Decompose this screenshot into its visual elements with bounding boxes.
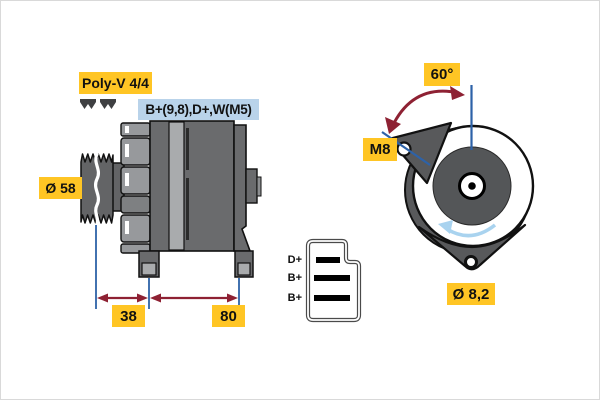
mounting-feet [138,250,254,278]
angle-arc-arrow [385,86,465,134]
belt-profile-icon [100,99,116,109]
mount-lug-bottom [417,223,527,271]
mount-hole-diameter-label: Ø 8,2 [447,283,495,305]
dimension-lines [95,225,240,309]
mount-hole-8-2 [464,255,478,269]
belt-profile-icons [80,99,116,109]
mount-thread-label: M8 [363,138,397,161]
pin-label-bplus-1: B+ [287,272,302,284]
mount-angle-label: 60° [424,63,460,86]
dimension-80-label: 80 [212,305,245,327]
guide-line-lug-axis [381,131,431,166]
front-fins [120,122,151,254]
rear-bracket [233,124,252,252]
body-slot-upper [186,128,189,170]
shaft-center [468,182,476,190]
pin-label-dplus: D+ [287,254,302,266]
dim-arrow-80 [150,293,238,303]
body-slot-lower [186,178,189,240]
rotation-direction-arrow [438,220,497,238]
mount-lug-top-left [387,121,453,185]
connector-outline-inner [307,240,360,321]
connector-pinout [305,238,362,323]
rear-terminal-stud [256,176,262,197]
body-main [149,120,235,252]
pulley-diameter-label: Ø 58 [39,177,82,199]
belt-profile-icon [80,99,96,109]
dim-arrow-38 [97,293,148,303]
belt-type-label: Poly-V 4/4 [79,72,152,94]
break-line [93,152,101,226]
pin-label-bplus-2: B+ [287,292,302,304]
body-band [168,121,185,251]
terminals-spec-label: B+(9,8),D+,W(M5) [138,99,259,120]
alternator-side-view [80,120,262,278]
alternator-rear-view [381,85,535,271]
pin-bplus1-bar [314,275,350,281]
pin-dplus-bar [316,257,340,263]
pin-bplus2-bar [314,295,350,301]
dimension-38-label: 38 [112,305,145,327]
rear-terminal [245,168,258,204]
